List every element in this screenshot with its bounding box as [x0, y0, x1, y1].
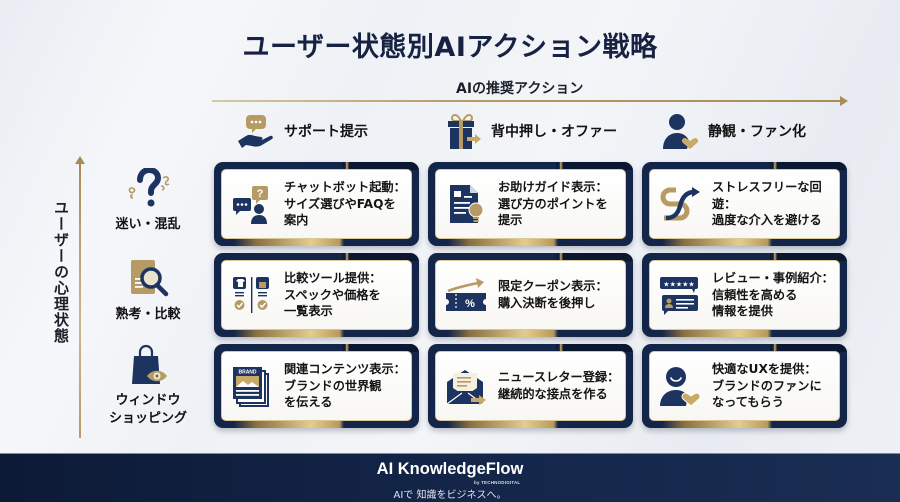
row-label: 熟考・比較	[115, 307, 181, 322]
row-header-window-shopping: ウィンドウ ショッピング	[98, 344, 198, 427]
strategy-card: % 限定クーポン表示： 購入決断を後押し	[428, 253, 633, 337]
newsletter-envelope-icon	[446, 370, 486, 405]
column-label: 背中押し・オファー	[491, 124, 617, 140]
column-label: サポート提示	[284, 124, 368, 140]
strategy-card: ストレスフリーな回遊： 過度な介入を避ける	[642, 162, 847, 246]
x-axis-label: AIの推奨アクション	[456, 81, 584, 97]
card-text: ニュースレター登録： 継続的な接点を作る	[498, 370, 620, 401]
page-title: ユーザー状態別AIアクション戦略	[242, 32, 658, 63]
question-mark-icon	[128, 168, 170, 207]
row-label: ウィンドウ ショッピング	[108, 393, 187, 426]
strategy-card: 快適なUXを提供： ブランドのファンに なってもらう	[642, 344, 847, 428]
column-header-offer: 背中押し・オファー	[443, 110, 617, 152]
strategy-card: お助けガイド表示： 選び方のポイントを 提示	[428, 162, 633, 246]
card-text: 限定クーポン表示： 購入決断を後押し	[498, 279, 608, 310]
footer-banner: AI KnowledgeFlow by TECHNODIGITAL AIで 知識…	[0, 453, 900, 502]
card-text: ストレスフリーな回遊： 過度な介入を避ける	[712, 179, 822, 228]
card-text: お助けガイド表示： 選び方のポイントを 提示	[498, 179, 608, 228]
coupon-icon: %	[446, 278, 486, 311]
card-text: 関連コンテンツ表示： ブランドの世界観 を伝える	[284, 361, 406, 410]
brand-content-icon: BRAND	[233, 367, 269, 407]
compare-products-icon	[233, 277, 269, 313]
review-stars-icon: ★★★★★	[660, 277, 698, 315]
column-label: 静観・ファン化	[708, 124, 806, 140]
row-header-comparing: 熟考・比較	[98, 258, 198, 324]
row-header-confused: 迷い・混乱	[98, 168, 198, 234]
card-text: 比較ツール提供： スペックや価格を 一覧表示	[284, 270, 382, 319]
gift-with-arrow-icon	[448, 113, 481, 149]
x-axis-arrow	[212, 96, 848, 106]
card-gold-accent	[662, 329, 772, 337]
chatbot-support-icon: ?	[233, 186, 268, 224]
guide-lightbulb-icon	[450, 185, 484, 223]
brand-byline: by TECHNODIGITAL	[474, 480, 521, 485]
strategy-card: BRAND 関連コンテンツ表示： ブランドの世界観 を伝える	[214, 344, 419, 428]
brand-text: BRAND	[238, 370, 256, 376]
strategy-card: ★★★★★ レビュー・事例紹介： 信頼性を高める 情報を提供	[642, 253, 847, 337]
row-label: 迷い・混乱	[115, 217, 181, 232]
card-gold-accent	[448, 420, 558, 428]
card-text: チャットボット起動： サイズ選びやFAQを 案内	[284, 179, 406, 228]
card-gold-accent	[662, 420, 772, 428]
winding-path-icon	[660, 187, 700, 221]
footer-tagline: AIで 知識をビジネスへ。	[393, 490, 507, 501]
card-gold-accent	[234, 329, 344, 337]
y-axis-arrow	[75, 156, 85, 438]
hand-with-chat-bubble-icon	[238, 115, 273, 148]
strategy-card: ニュースレター登録： 継続的な接点を作る	[428, 344, 633, 428]
svg-text:★★★★★: ★★★★★	[663, 281, 694, 289]
shopping-bag-eye-icon	[132, 344, 167, 384]
column-header-fan: 静観・ファン化	[660, 110, 806, 152]
column-header-support: サポート提示	[236, 110, 368, 152]
happy-user-heart-icon	[660, 367, 701, 407]
svg-text:?: ?	[257, 188, 264, 200]
brand-logo-text: AI KnowledgeFlow	[376, 460, 524, 478]
card-gold-accent	[448, 329, 558, 337]
card-gold-accent	[662, 238, 772, 246]
strategy-card: ? チャットボット起動： サイズ選びやFAQを 案内	[214, 162, 419, 246]
card-gold-accent	[448, 238, 558, 246]
strategy-card: 比較ツール提供： スペックや価格を 一覧表示	[214, 253, 419, 337]
card-text: 快適なUXを提供： ブランドのファンに なってもらう	[712, 361, 822, 410]
document-magnifier-icon	[131, 260, 169, 297]
person-with-heart-icon	[663, 114, 699, 149]
card-gold-accent	[234, 420, 344, 428]
svg-text:%: %	[465, 298, 475, 310]
card-gold-accent	[234, 238, 344, 246]
y-axis-label: ユーザーの心理状態	[52, 200, 70, 344]
card-text: レビュー・事例紹介： 信頼性を高める 情報を提供	[712, 270, 834, 319]
